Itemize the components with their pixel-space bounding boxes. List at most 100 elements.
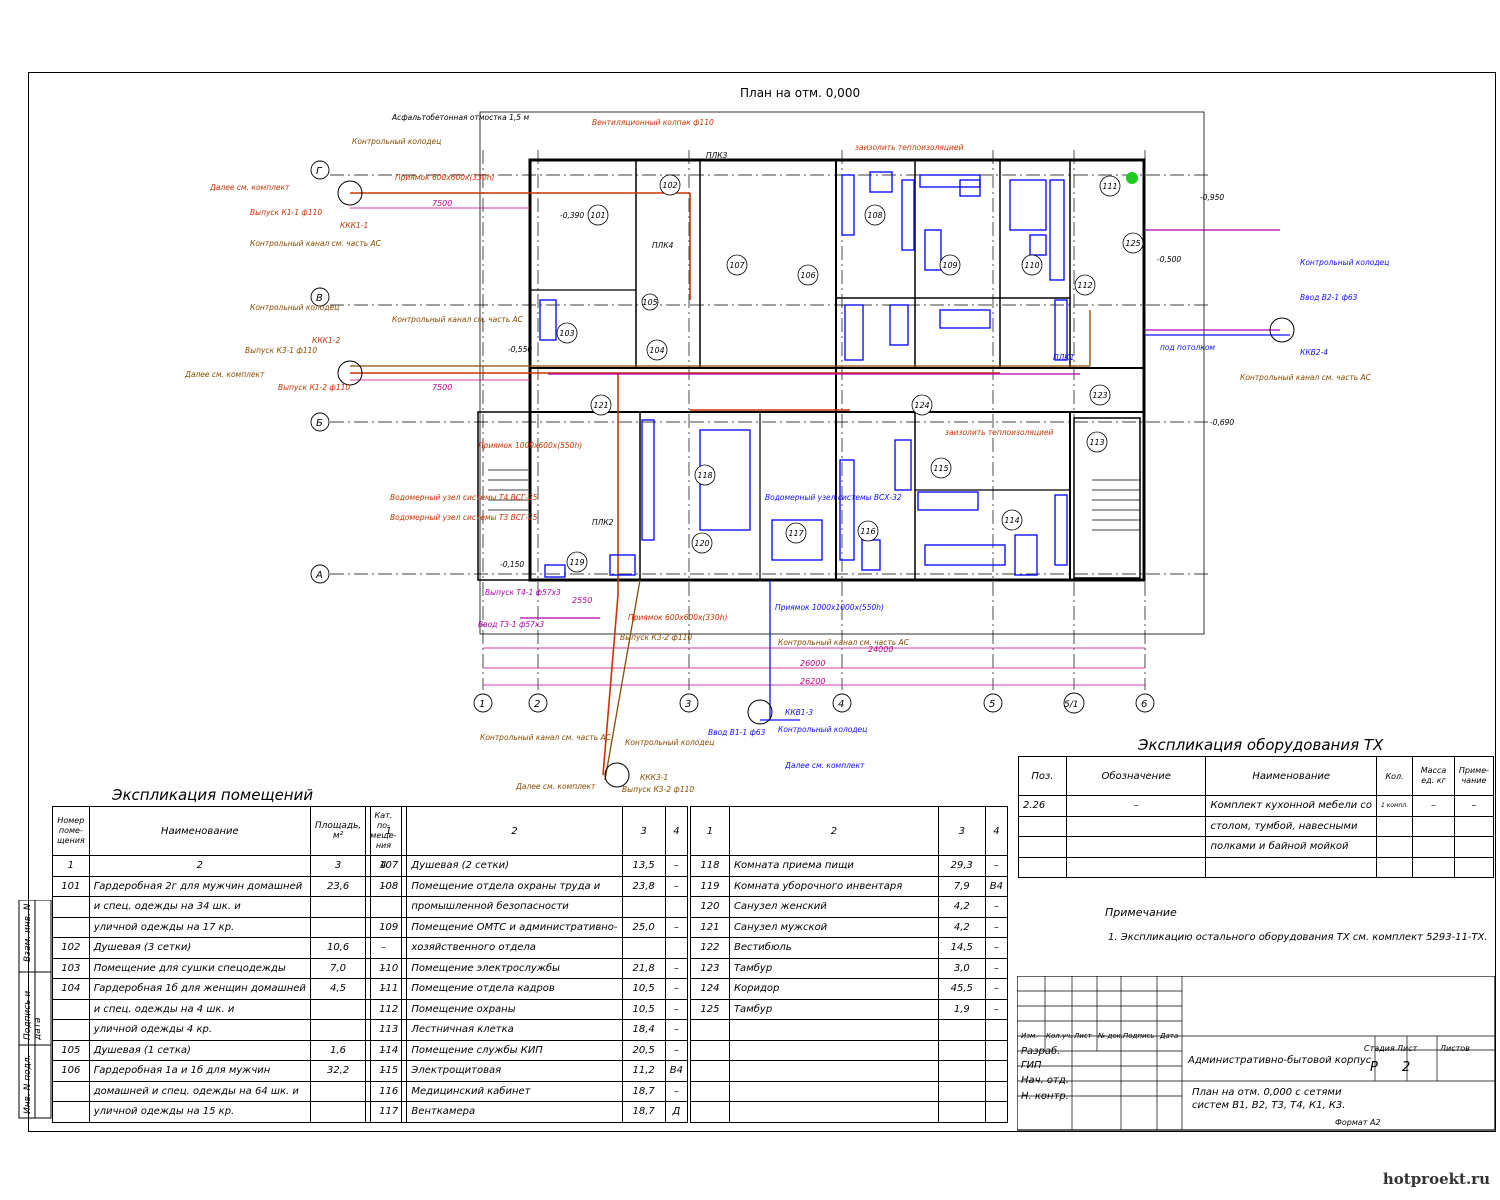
watermark: hotproekt.ru <box>1382 1170 1490 1188</box>
room-number <box>369 937 408 959</box>
room-category: – <box>664 855 689 877</box>
label-plk4: ПЛК4 <box>652 241 674 250</box>
room-category <box>664 937 689 959</box>
stamp-col-kol: Кол.уч. <box>1046 1032 1073 1040</box>
svg-text:104: 104 <box>649 346 664 355</box>
side-stamp <box>18 900 52 1119</box>
stamp-object: Административно-бытовой корпус <box>1188 1055 1372 1066</box>
plan-title: План на отм. 0,000 <box>740 86 861 100</box>
eq-h-qty: Кол. <box>1375 756 1414 796</box>
wells <box>337 180 1295 788</box>
stamp-col-list: Лист <box>1074 1032 1092 1040</box>
room-area: 20,5 <box>621 1039 666 1061</box>
room-name: Тамбур <box>728 998 939 1020</box>
room-number: 116 <box>369 1080 408 1102</box>
eq-h-designation: Обозначение <box>1065 756 1207 796</box>
room-name: уличной одежды на 17 кр. <box>88 916 311 938</box>
label-control-well-b2: Контрольный колодец <box>1300 258 1389 267</box>
svg-text:118: 118 <box>697 471 712 480</box>
axis-lines <box>330 150 1210 690</box>
room-area <box>621 896 666 918</box>
level-6: -0,150 <box>500 560 524 569</box>
svg-text:115: 115 <box>933 464 948 473</box>
stamp-col-sign: Подпись <box>1123 1032 1155 1040</box>
stamp-sheets-label: Листов <box>1440 1044 1470 1053</box>
label-plk3: ПЛК3 <box>706 151 728 160</box>
svg-text:120: 120 <box>694 539 709 548</box>
room-area: 7,9 <box>937 875 986 897</box>
table-row-empty <box>690 1101 1009 1123</box>
stamp-role-razrab: Разраб. <box>1021 1046 1061 1057</box>
room-number: 102 <box>52 937 90 959</box>
room-name: Санузел женский <box>728 896 939 918</box>
label-control-well-v: Контрольный колодец <box>250 303 339 312</box>
dim-26200: 26200 <box>800 677 825 686</box>
label-further-a: Далее см. комплект <box>784 761 865 770</box>
room-number: 114 <box>369 1039 408 1061</box>
label-input-b11: Ввод В1-1 ф63 <box>708 728 766 737</box>
room-category: Д <box>664 1101 689 1123</box>
label-outlet-k31: Выпуск К3-1 ф110 <box>245 346 317 355</box>
axis-label-4: 4 <box>838 699 844 710</box>
label-control-well-a: Контрольный колодец <box>778 725 867 734</box>
room-category: В4 <box>664 1060 689 1082</box>
dim-24000: 24000 <box>868 645 893 654</box>
stair-steps <box>488 469 1140 531</box>
room-number: 111 <box>369 978 408 1000</box>
room-area <box>309 1101 367 1123</box>
axis-label-1: 1 <box>479 699 485 710</box>
room-name: и спец. одежды на 4 шк. и <box>88 998 311 1020</box>
room-area <box>309 998 367 1020</box>
label-outlet-k12: Выпуск К1-2 ф110 <box>278 383 350 392</box>
svg-text:121: 121 <box>593 401 608 410</box>
stair-porch <box>477 411 531 581</box>
label-kkb24: ККВ2-4 <box>1300 348 1328 357</box>
stamp-sheet-title: План на отм. 0,000 с сетями систем В1, В… <box>1192 1087 1346 1111</box>
table-row-empty <box>690 1019 1009 1041</box>
room-area: 18,7 <box>621 1101 666 1123</box>
dim-2550: 2550 <box>572 596 592 605</box>
room-area: 4,2 <box>937 896 986 918</box>
room-area: 23,6 <box>309 875 367 897</box>
room-name: Помещение отдела охраны труда и <box>406 875 623 897</box>
room-category: – <box>664 1039 689 1061</box>
room-category: – <box>984 998 1009 1020</box>
stamp-stage: Р <box>1370 1060 1378 1075</box>
room-area <box>621 937 666 959</box>
svg-text:119: 119 <box>569 558 584 567</box>
level-1: -0,390 <box>560 211 584 220</box>
svg-text:101: 101 <box>590 211 605 220</box>
label-pit-g: Приямок 600х600х(330h) <box>395 173 494 182</box>
room-number <box>52 998 90 1020</box>
level-3: -0,950 <box>1200 193 1224 202</box>
svg-text:125: 125 <box>1125 239 1140 248</box>
room-name: Помещение для сушки спецодежды <box>88 957 311 979</box>
stamp-format: Формат А2 <box>1335 1118 1381 1127</box>
label-asphalt: Асфальтобетонная отмостка 1,5 м <box>391 113 529 122</box>
axis-label-6: 6 <box>1141 699 1147 710</box>
label-water-v: Водомерный узел системы ВСХ-32 <box>765 493 902 502</box>
room-number: 123 <box>690 957 730 979</box>
room-name: и спец. одежды на 34 шк. и <box>88 896 311 918</box>
room-number: 113 <box>369 1019 408 1041</box>
table-row-empty <box>690 1060 1009 1082</box>
room-category: – <box>664 1080 689 1102</box>
svg-text:105: 105 <box>642 298 657 307</box>
room-number: 108 <box>369 875 408 897</box>
table-row: и спец. одежды на 34 шк. и <box>52 896 402 918</box>
svg-text:110: 110 <box>1024 261 1039 270</box>
room-name: домашней и спец. одежды на 64 шк. и <box>88 1080 311 1102</box>
room-area <box>309 1080 367 1102</box>
